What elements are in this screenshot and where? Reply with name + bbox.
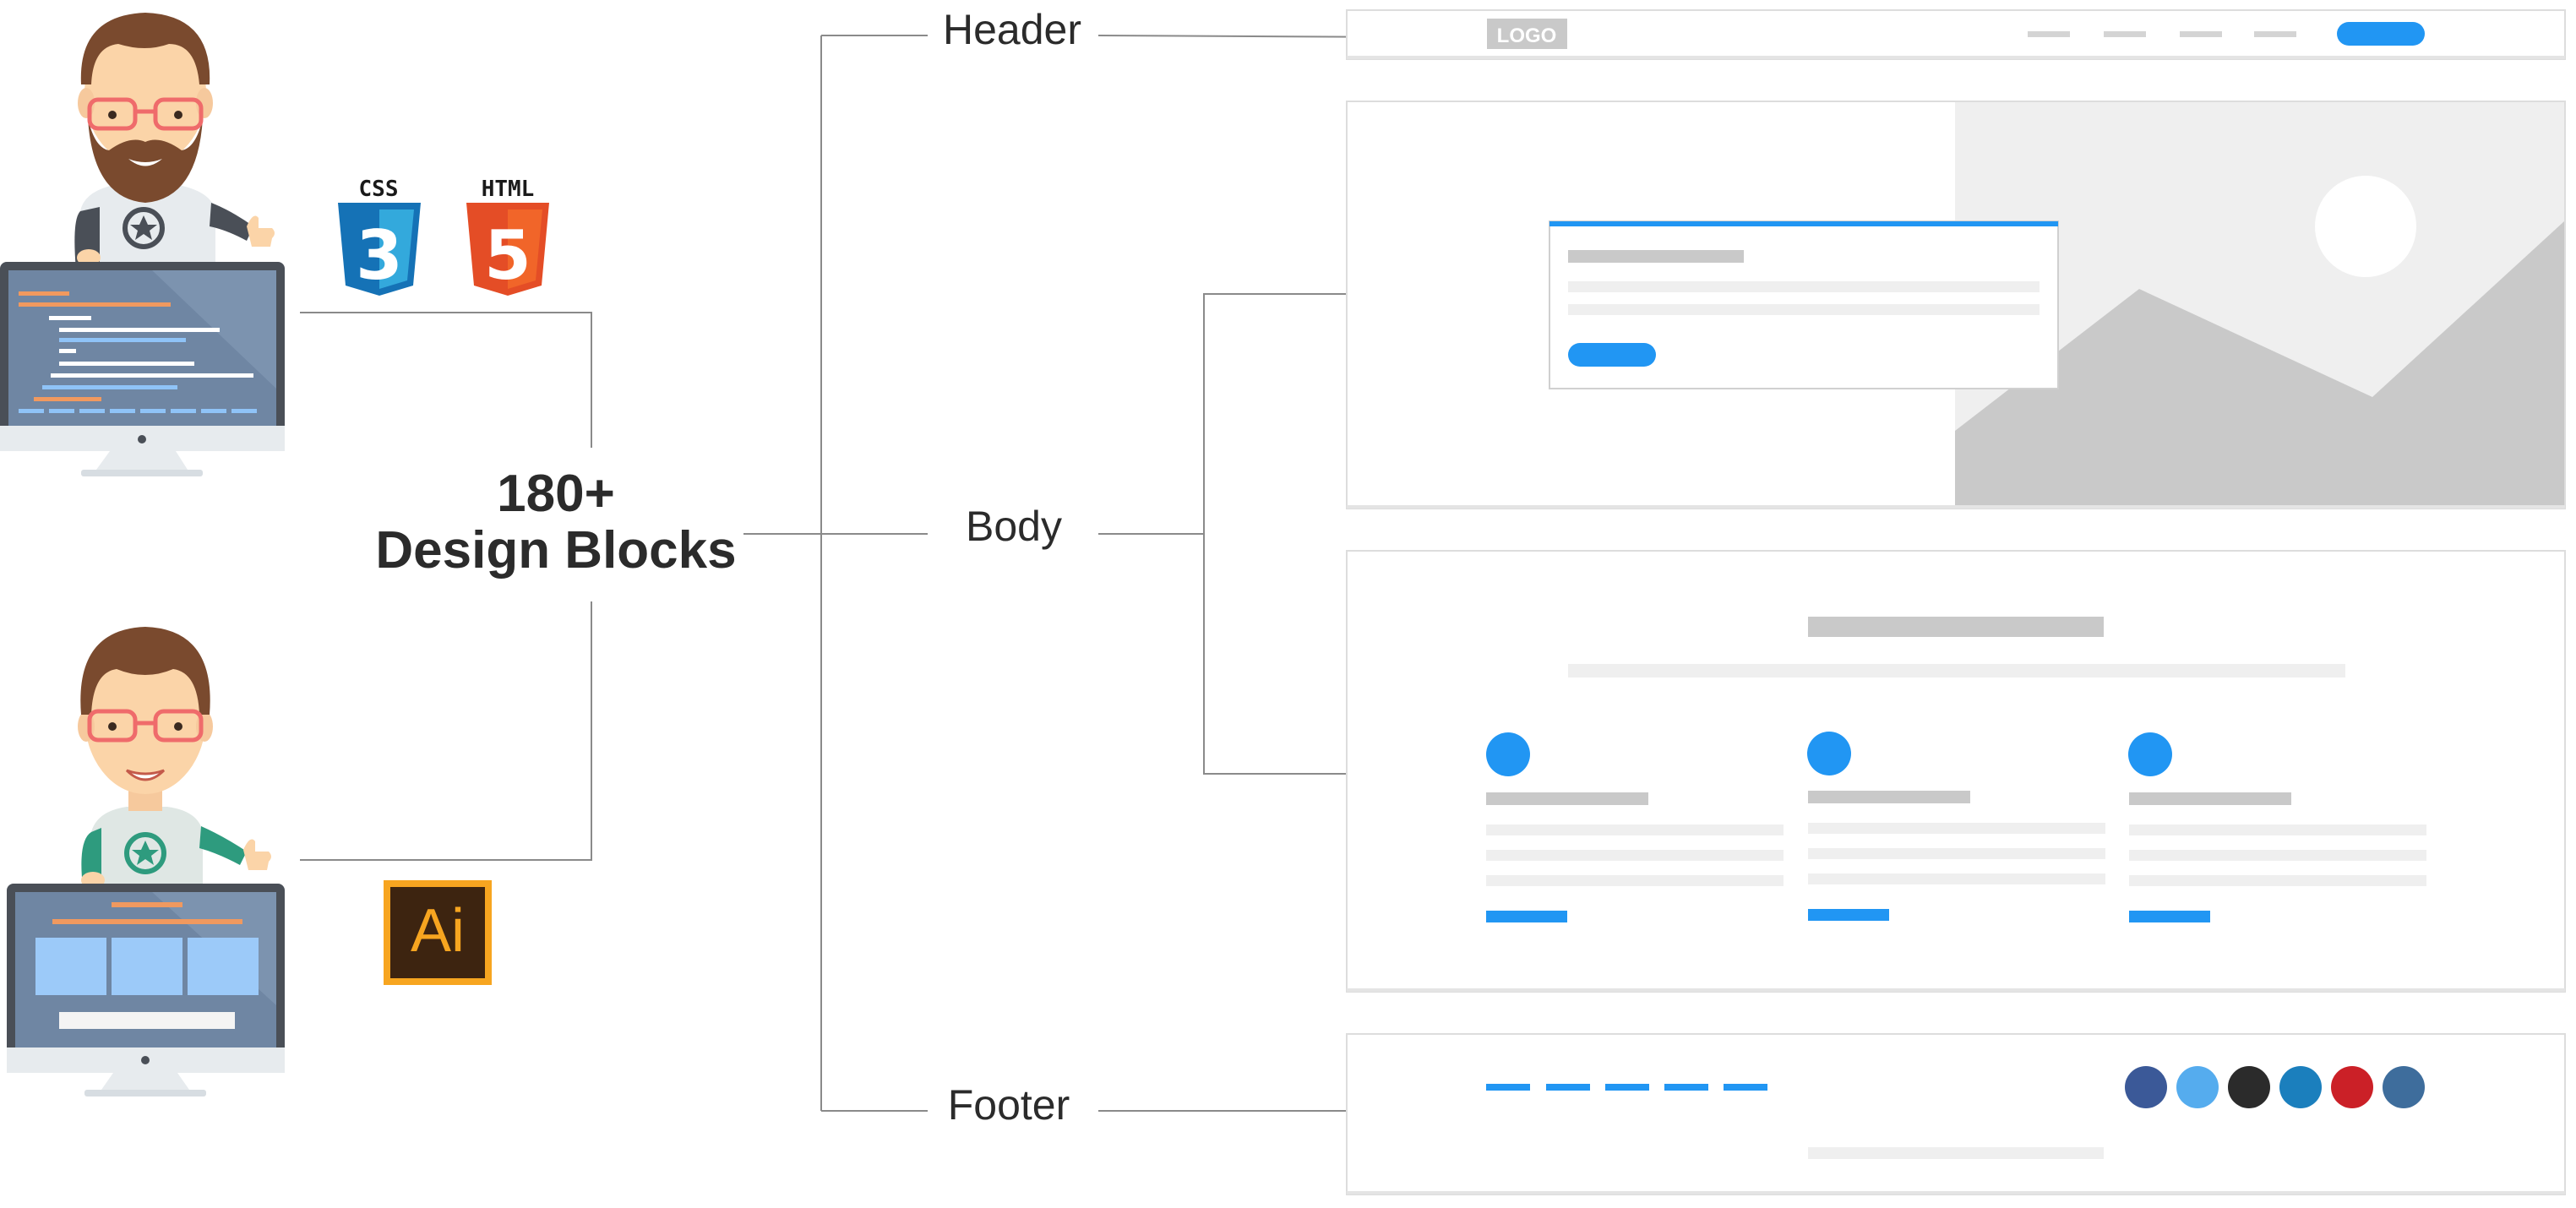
mockup-logo-text: LOGO: [1497, 24, 1557, 47]
thumbs-up-icon: [247, 215, 275, 247]
mockup-feature-column: [1807, 732, 2105, 921]
css3-logo-icon: CSS 3: [338, 177, 421, 296]
facebook-icon: [2125, 1066, 2167, 1108]
mockup-nav-item: [2180, 31, 2222, 37]
center-title: Design Blocks: [375, 521, 736, 580]
mockup-nav-item: [2028, 31, 2070, 37]
center-count: 180+: [497, 465, 615, 523]
developer-sleeve-right: [210, 203, 253, 241]
pinterest-icon: [2331, 1066, 2373, 1108]
mockup-header-button: [2337, 22, 2425, 46]
star-badge-icon: [124, 832, 166, 874]
mockup-feature-column: [1486, 732, 1784, 922]
html-badge-label: HTML: [482, 177, 535, 202]
connector-lines: [300, 35, 1415, 1112]
adobe-illustrator-icon: Ai: [384, 880, 492, 985]
label-header: Header: [943, 6, 1081, 53]
github-icon: [2228, 1066, 2270, 1108]
html5-logo-icon: HTML 5: [466, 177, 549, 296]
label-body: Body: [966, 503, 1062, 550]
connector-top-developer: [300, 312, 592, 448]
ai-badge-label: Ai: [411, 897, 465, 965]
css-badge-label: CSS: [359, 177, 399, 202]
mockup-footer-block: [1346, 1033, 2566, 1195]
developer-bearded-illustration: [74, 13, 275, 270]
label-footer: Footer: [948, 1081, 1070, 1129]
mockup-nav-item: [2254, 31, 2296, 37]
html-badge-number: 5: [484, 216, 531, 295]
css-badge-number: 3: [356, 216, 403, 295]
twitter-icon: [2176, 1066, 2219, 1108]
mockup-feature-column: [2128, 732, 2426, 922]
mockup-footer-links: [1486, 1084, 1767, 1091]
developer-illustration: [78, 627, 271, 889]
tumblr-icon: [2383, 1066, 2425, 1108]
developer-hair: [80, 627, 210, 715]
thumbs-up-icon: [243, 839, 271, 870]
glasses-icon: [87, 97, 138, 131]
monitor-stand: [101, 1073, 189, 1090]
monitor-code-editor: [0, 262, 285, 476]
mockup-hero-block: [1346, 101, 2566, 509]
connector-bottom-developer: [300, 601, 592, 861]
connector-body-branch: [1203, 293, 1415, 775]
mockup-nav-items: [2028, 31, 2296, 37]
developer-head: [84, 639, 206, 794]
mockup-header-block: LOGO: [1346, 9, 2566, 60]
mockup-hero-button: [1568, 343, 1656, 367]
monitor-stand: [96, 451, 188, 470]
glasses-icon: [87, 709, 138, 743]
star-badge-icon: [123, 207, 165, 249]
developer-beard: [88, 118, 203, 203]
linkedin-icon: [2279, 1066, 2322, 1108]
mockup-logo: [1487, 19, 1567, 49]
developer-hair: [80, 13, 210, 84]
mockup-nav-item: [2104, 31, 2146, 37]
mockup-features-block: [1346, 550, 2566, 993]
monitor-layout-preview: [7, 884, 285, 1096]
mockup-social-icons: [2125, 1066, 2425, 1108]
